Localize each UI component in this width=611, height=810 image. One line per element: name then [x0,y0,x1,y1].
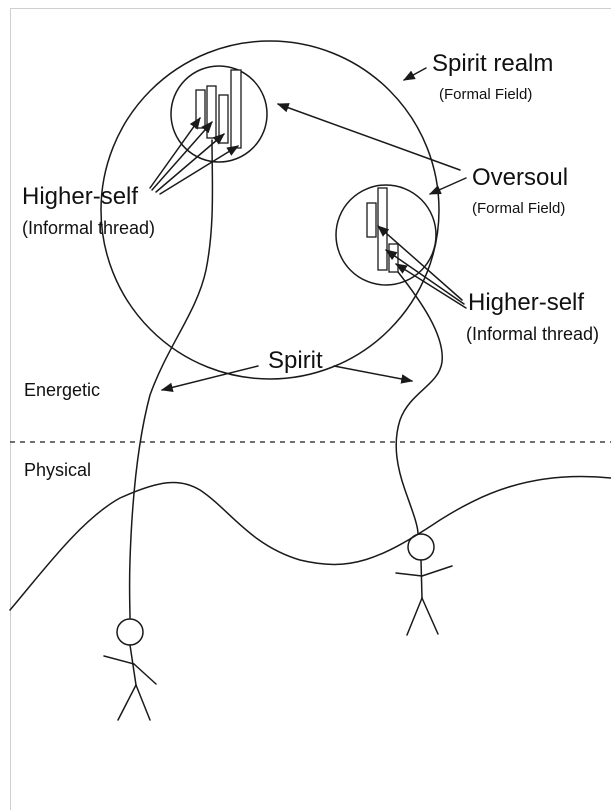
oversoul-right-circle [335,184,437,286]
higher-self-bars-left [195,69,242,149]
oversoul-sublabel: (Formal Field) [472,200,565,217]
thread-bar [206,85,217,139]
arrows [149,67,467,393]
spirit-thread-right [395,271,443,535]
energetic-label: Energetic [24,380,100,400]
thread-bar [218,94,229,144]
person-left [103,618,157,721]
higher-self-left-sublabel: (Informal thread) [22,218,155,238]
thread-bar [366,202,377,238]
person-head [407,533,435,561]
arrow-higher-self-right [385,249,465,305]
person-arm [103,655,135,665]
arrow-higher-self-right [377,225,463,301]
spirit-realm-label: Spirit realm [432,50,553,77]
physical-wave-line [9,475,611,611]
person-right [395,533,453,636]
person-arm [395,572,423,577]
oversoul-left-circle [170,65,268,163]
arrow-higher-self-left [159,145,240,195]
spirit-realm-circle [100,40,440,380]
person-leg [135,684,151,721]
arrow-oversoul-left [276,103,461,171]
arrow-spirit-realm [402,67,427,81]
physical-label: Physical [24,460,91,480]
person-head [116,618,144,646]
person-body [420,559,423,599]
thread-bar [230,69,242,149]
person-leg [117,684,137,721]
arrow-spirit-left [160,365,259,393]
arrow-higher-self-left [151,121,213,191]
higher-self-right-label: Higher-self [468,289,584,316]
person-body [129,644,137,686]
spirit-realm-sublabel: (Formal Field) [439,86,532,103]
person-arm [133,663,157,685]
higher-self-right-sublabel: (Informal thread) [466,324,599,344]
arrow-oversoul-right [428,177,467,195]
spirit-thread-left [128,139,214,619]
arrow-higher-self-right [394,263,467,309]
arrow-spirit-right [333,365,414,384]
arrow-higher-self-left [149,117,201,189]
arrow-higher-self-left [155,133,225,193]
person-arm [421,565,453,577]
higher-self-left-label: Higher-self [22,183,138,210]
spirit-label: Spirit [268,347,323,374]
oversoul-label: Oversoul [472,164,568,191]
person-leg [406,597,423,636]
person-leg [421,597,439,635]
